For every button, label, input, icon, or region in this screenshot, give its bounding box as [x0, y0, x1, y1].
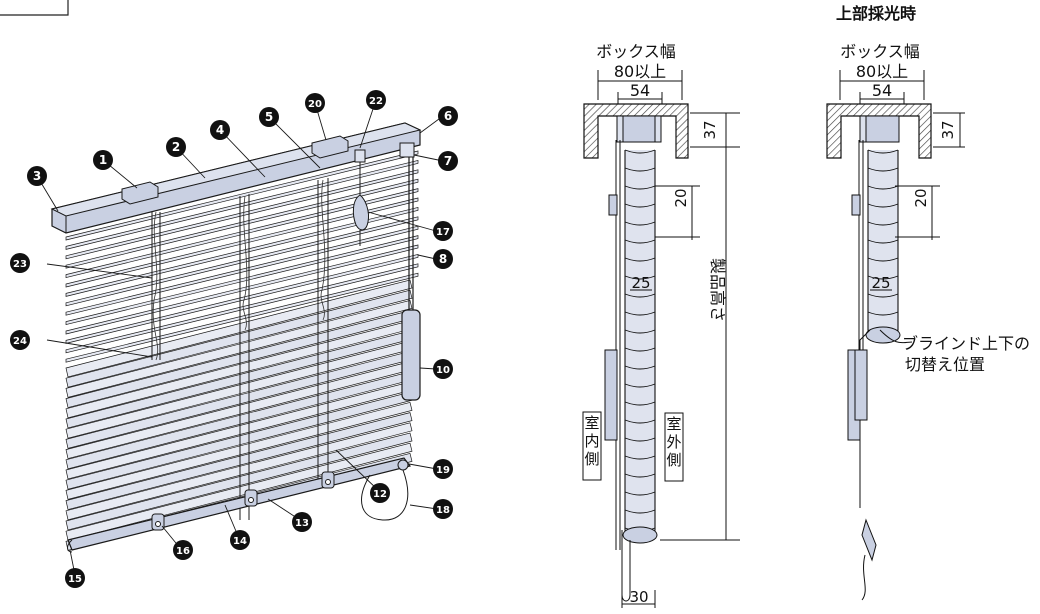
window-box-right — [826, 103, 932, 159]
callout-number: 18 — [436, 505, 450, 516]
callout-22: 22 — [366, 90, 386, 110]
side-view-top-light: 上部採光時 ボックス幅 80以上 54 37 20 25 ブラインド上下の 切替… — [826, 4, 1030, 601]
min-width-label-right: 80以上 — [856, 62, 908, 81]
side-view-standard: ボックス幅 80以上 54 37 製品高さ 20 25 — [582, 42, 740, 608]
indoor-label-box — [582, 411, 602, 481]
callout-1: 1 — [93, 150, 113, 170]
ladder-cords — [151, 178, 329, 520]
callout-number: 15 — [68, 574, 82, 585]
top-light-title: 上部採光時 — [836, 4, 916, 23]
callout-number: 20 — [308, 99, 322, 110]
dim-54-left: 54 — [630, 81, 650, 100]
callout-19: 19 — [433, 459, 453, 479]
callout-12: 12 — [370, 483, 390, 503]
callout-24: 24 — [10, 330, 30, 350]
corner-frame — [0, 0, 69, 16]
min-width-label-left: 80以上 — [614, 62, 666, 81]
callout-17: 17 — [433, 221, 453, 241]
switch-position-label-2: 切替え位置 — [905, 355, 985, 374]
cord-equalizer — [352, 194, 369, 231]
dim-54-right: 54 — [872, 81, 892, 100]
callout-number: 22 — [369, 96, 383, 107]
dim-37-left: 37 — [701, 120, 719, 139]
box-width-label-left: ボックス幅 — [596, 42, 676, 61]
callout-2: 2 — [166, 137, 186, 157]
bracket-left — [121, 181, 159, 205]
height-label: 製品高さ — [708, 258, 727, 322]
callout-3: 3 — [27, 166, 47, 186]
callout-number: 1 — [99, 153, 107, 167]
callout-number: 3 — [33, 169, 41, 183]
callout-15: 15 — [65, 568, 85, 588]
bracket-right — [311, 135, 349, 159]
callout-number: 12 — [373, 489, 387, 500]
indoor-label: 室内側 — [584, 414, 599, 468]
callout-number: 2 — [172, 140, 180, 154]
callout-number: 16 — [176, 546, 190, 557]
tilt-mechanism — [399, 142, 415, 158]
callout-number: 10 — [436, 365, 450, 376]
callout-number: 4 — [216, 123, 224, 137]
callout-23: 23 — [10, 253, 30, 273]
callout-8: 8 — [433, 249, 453, 269]
callout-number: 7 — [444, 154, 452, 168]
callout-18: 18 — [433, 499, 453, 519]
callout-number: 14 — [233, 536, 247, 547]
callout-4: 4 — [210, 120, 230, 140]
callout-14: 14 — [230, 530, 250, 550]
outdoor-label-box — [664, 412, 684, 482]
callout-13: 13 — [292, 512, 312, 532]
callout-number: 24 — [13, 336, 27, 347]
dim-30-left: 30 — [629, 588, 648, 606]
callout-number: 23 — [13, 259, 27, 270]
callout-number: 6 — [444, 109, 452, 123]
callout-20: 20 — [305, 93, 325, 113]
callout-number: 17 — [436, 227, 450, 238]
switch-position-label-1: ブラインド上下の — [902, 334, 1030, 353]
callout-number: 8 — [439, 252, 447, 266]
dim-37-right: 37 — [939, 120, 957, 139]
tilt-wand[interactable] — [401, 309, 421, 401]
dim-25-left: 25 — [631, 274, 650, 292]
outdoor-label: 室外側 — [666, 415, 681, 469]
box-width-label-right: ボックス幅 — [840, 42, 920, 61]
dim-25-right: 25 — [871, 274, 890, 292]
callout-6: 6 — [438, 106, 458, 126]
dim-20-right: 20 — [912, 188, 930, 207]
callout-number: 5 — [265, 110, 273, 124]
callout-16: 16 — [173, 540, 193, 560]
callout-number: 13 — [295, 518, 309, 529]
blind-perspective-drawing — [50, 122, 422, 553]
window-box-left — [583, 103, 689, 159]
callout-5: 5 — [259, 107, 279, 127]
callout-10: 10 — [433, 359, 453, 379]
callout-7: 7 — [438, 151, 458, 171]
callout-number: 19 — [436, 465, 450, 476]
dim-20-left: 20 — [672, 188, 690, 207]
